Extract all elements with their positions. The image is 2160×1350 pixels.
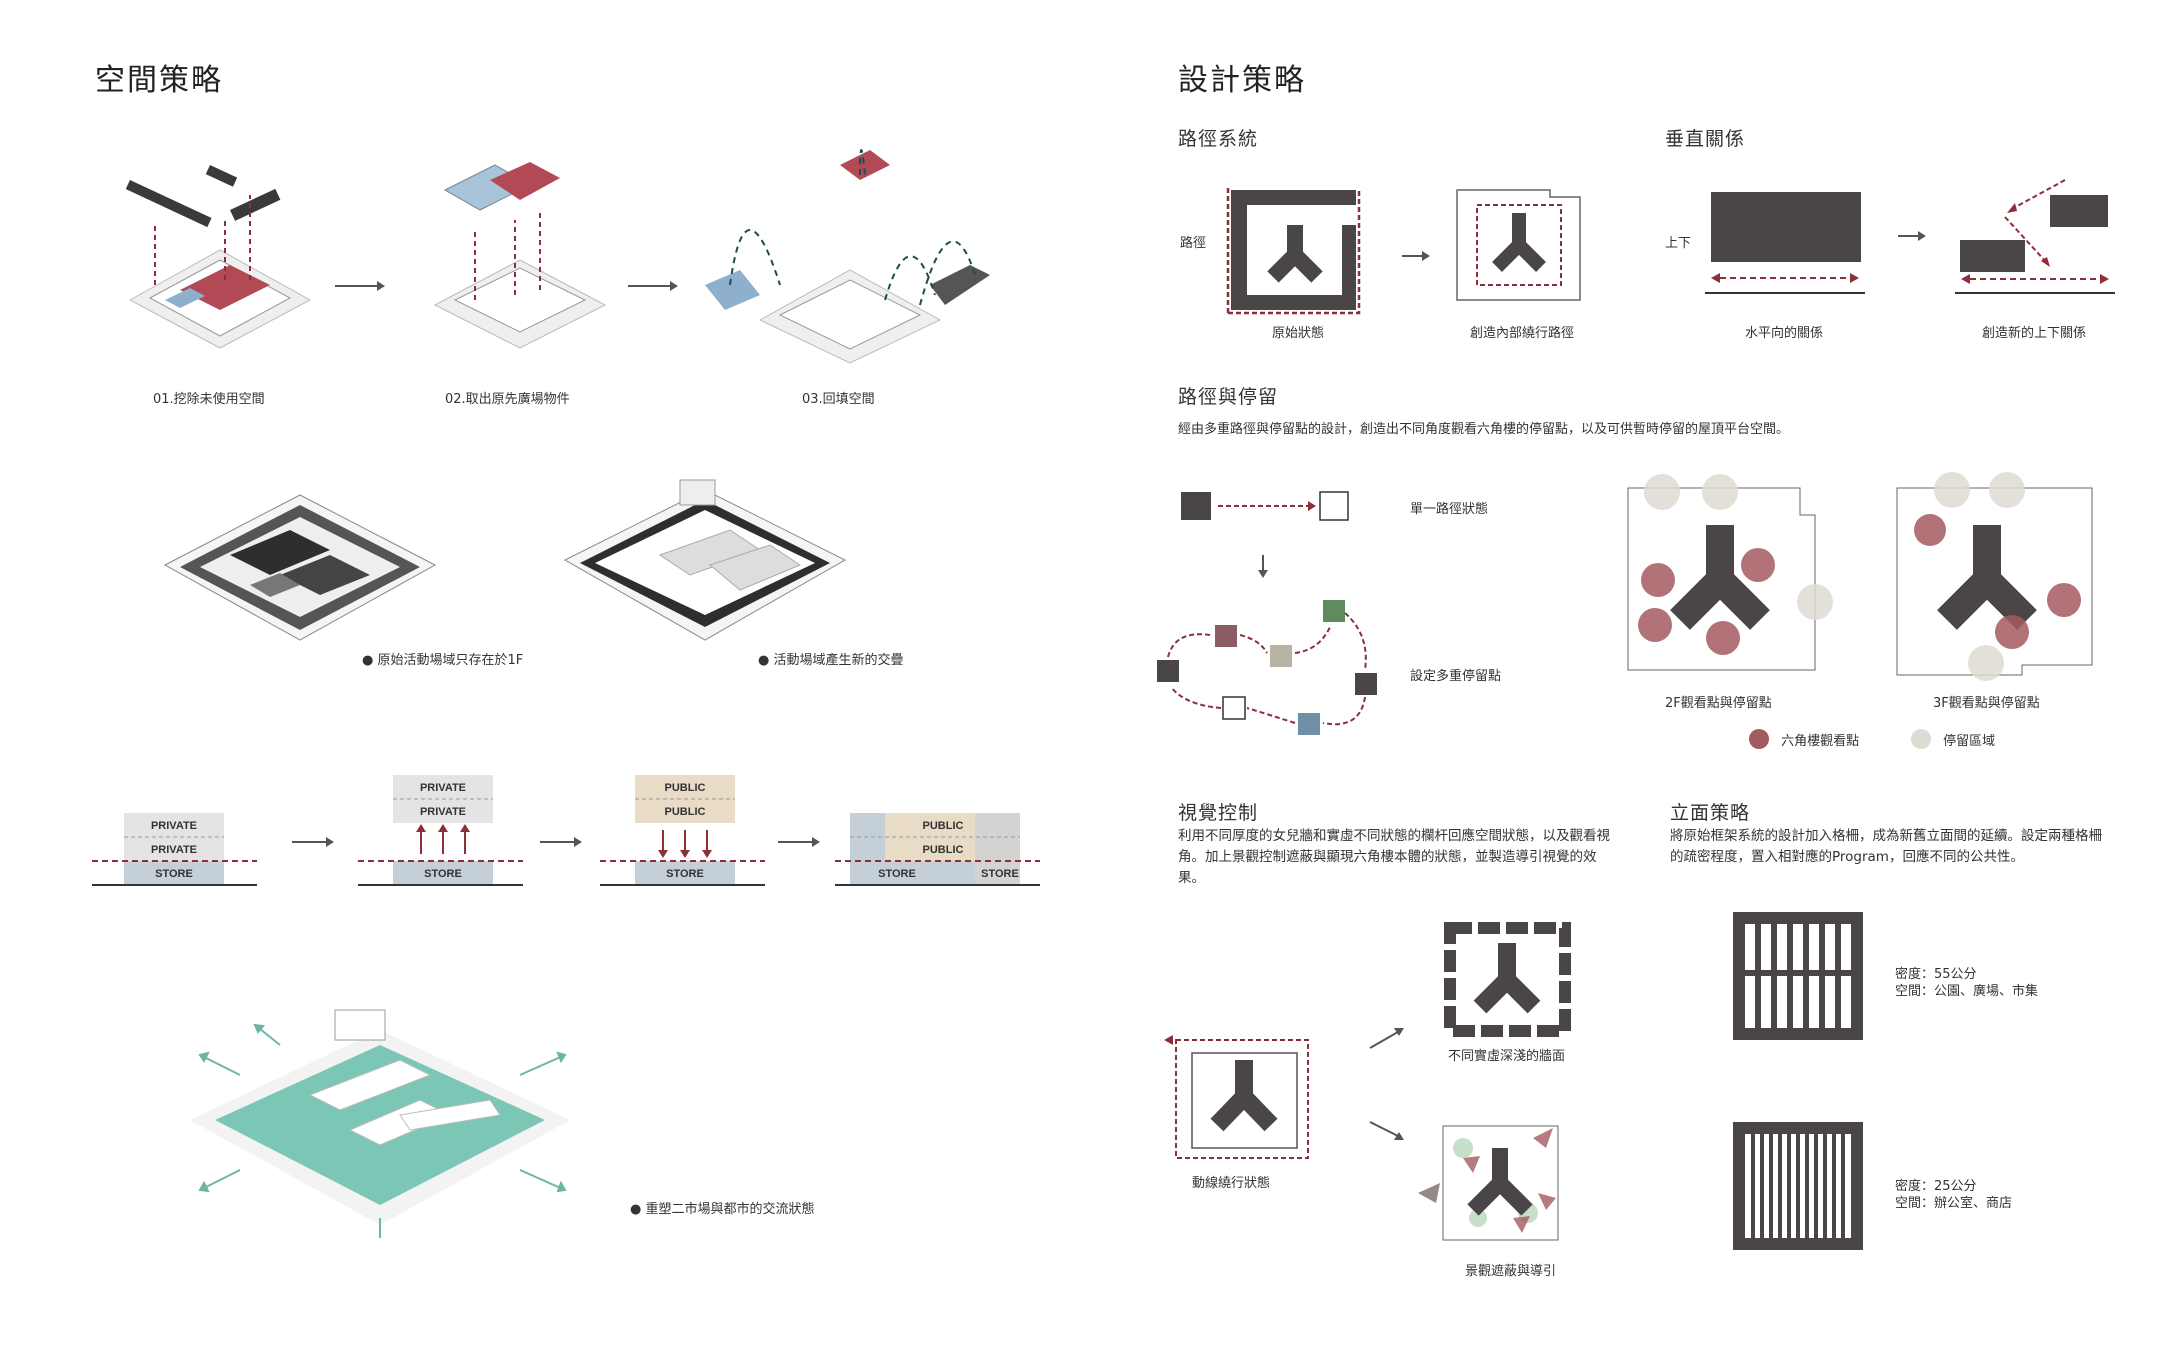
bullet-icon: ●	[758, 653, 770, 668]
arrow-icon	[292, 837, 334, 847]
arrow-icon	[1898, 231, 1926, 241]
layer-label-public: PUBLIC	[665, 806, 706, 818]
layer-label-private: PRIVATE	[420, 782, 466, 794]
layer-label-public: PUBLIC	[923, 844, 964, 856]
layer-label-private: PRIVATE	[420, 806, 466, 818]
layer-label-private: PRIVATE	[151, 844, 197, 856]
bullet-exchange-text: 重塑二市場與都市的交流狀態	[645, 1202, 815, 1217]
bullet-original: ● 原始活動場域只存在於1F	[362, 649, 523, 668]
layer-label-store: STORE	[981, 868, 1019, 880]
original-path-plan	[1226, 188, 1361, 315]
multi-stop-diagram	[1157, 600, 1377, 735]
bullet-original-text: 原始活動場域只存在於1F	[377, 653, 524, 668]
arrow-icon	[335, 281, 385, 291]
legend-viewpoint: 六角樓觀看點	[1748, 728, 1859, 750]
grid2-space: 空間：辦公室、商店	[1895, 1196, 2013, 1211]
step1-axonometric	[125, 165, 312, 349]
horizontal-relation-diagram	[1705, 192, 1865, 294]
layer-diagram-public: PUBLIC PUBLIC STORE	[600, 775, 765, 886]
grid-55cm-icon	[1733, 912, 1863, 1040]
grid2-density: 密度：25公分	[1895, 1179, 1977, 1194]
arrow-icon	[1369, 1028, 1404, 1049]
grid1-space: 空間：公園、廣場、市集	[1895, 984, 2039, 999]
bullet-overlap: ● 活動場域產生新的交疊	[758, 649, 904, 668]
grid-25cm-icon	[1733, 1122, 1863, 1250]
path-side-label: 路徑	[1180, 236, 1207, 251]
legend-viewpoint-swatch	[1749, 729, 1769, 749]
urban-exchange-model	[190, 1009, 570, 1238]
inner-loop-path-plan	[1456, 189, 1581, 301]
path-stay-heading: 路徑與停留	[1178, 386, 1279, 408]
wall-depth-plan	[1444, 922, 1571, 1037]
legend-stay-swatch	[1911, 729, 1931, 749]
new-vertical-relation-diagram	[1955, 179, 2115, 294]
layer-label-private: PRIVATE	[151, 820, 197, 832]
layer-diagram-separated: PRIVATE PRIVATE STORE	[358, 775, 523, 886]
floor2-caption: 2F觀看點與停留點	[1665, 696, 1772, 711]
arrow-icon	[1369, 1121, 1404, 1140]
facade-heading: 立面策略	[1670, 802, 1751, 824]
legend-stay-area: 停留區域	[1910, 728, 1995, 750]
legend-viewpoint-label: 六角樓觀看點	[1781, 733, 1860, 749]
arrow-icon	[778, 837, 820, 847]
layer-label-public: PUBLIC	[665, 782, 706, 794]
caption-horizontal: 水平向的關係	[1745, 326, 1824, 341]
vertical-side-label: 上下	[1665, 236, 1692, 251]
step3-axonometric	[705, 149, 990, 364]
loop-circulation-plan	[1164, 1035, 1309, 1159]
landscape-screening-plan	[1418, 1125, 1559, 1241]
visual-heading: 視覺控制	[1178, 802, 1259, 824]
caption-loop-circulation: 動線繞行狀態	[1192, 1176, 1271, 1191]
layer-label-store: STORE	[424, 868, 462, 880]
floor3-caption: 3F觀看點與停留點	[1933, 696, 2040, 711]
bullet-icon: ●	[630, 1202, 642, 1217]
arrow-icon	[540, 837, 582, 847]
single-path-diagram	[1181, 491, 1349, 578]
layer-label-store: STORE	[878, 868, 916, 880]
multi-stop-label: 設定多重停留點	[1410, 669, 1502, 684]
step3-caption: 03.回填空間	[802, 392, 875, 407]
facade-text: 將原始框架系統的設計加入格柵，成為新舊立面間的延續。設定兩種格柵的疏密程度，置入…	[1670, 828, 2102, 865]
caption-landscape-screening: 景觀遮蔽與導引	[1465, 1264, 1557, 1279]
layer-label-public: PUBLIC	[923, 820, 964, 832]
visual-text: 利用不同厚度的女兒牆和實虛不同狀態的欄杆回應空間狀態，以及觀看視角。加上景觀控制…	[1178, 828, 1610, 886]
single-path-label: 單一路徑狀態	[1410, 502, 1489, 517]
bullet-overlap-text: 活動場域產生新的交疊	[773, 653, 904, 668]
bullet-exchange: ● 重塑二市場與都市的交流狀態	[630, 1198, 815, 1217]
arrow-icon	[1402, 251, 1430, 261]
path-system-heading: 路徑系統	[1178, 128, 1259, 150]
right-title: 設計策略	[1178, 63, 1306, 98]
legend-stay-label: 停留區域	[1943, 733, 1996, 749]
layer-diagram-original: PRIVATE PRIVATE STORE	[92, 813, 257, 886]
step2-caption: 02.取出原先廣場物件	[445, 392, 570, 407]
original-activity-model	[163, 494, 437, 641]
floor2-viewpoint-plan	[1627, 474, 1833, 671]
caption-inner-loop: 創造內部繞行路徑	[1470, 326, 1575, 341]
left-title: 空間策略	[95, 63, 223, 98]
arrow-icon	[628, 281, 678, 291]
layer-diagram-mixed: PUBLIC PUBLIC STORE STORE	[835, 813, 1040, 886]
bullet-icon: ●	[362, 653, 374, 668]
floor3-viewpoint-plan	[1896, 472, 2093, 681]
caption-wall-depth: 不同實虛深淺的牆面	[1448, 1049, 1566, 1064]
step2-axonometric	[433, 162, 607, 349]
path-stay-text: 經由多重路徑與停留點的設計，創造出不同角度觀看六角樓的停留點，以及可供暫時停留的…	[1178, 422, 1790, 437]
overlapping-activity-model	[563, 479, 847, 641]
caption-original-state: 原始狀態	[1272, 326, 1325, 341]
caption-new-vertical: 創造新的上下關係	[1982, 326, 2087, 341]
vertical-heading: 垂直關係	[1665, 128, 1746, 150]
grid1-density: 密度：55公分	[1895, 967, 1977, 982]
step1-caption: 01.挖除未使用空間	[153, 392, 265, 407]
layer-label-store: STORE	[666, 868, 704, 880]
layer-label-store: STORE	[155, 868, 193, 880]
